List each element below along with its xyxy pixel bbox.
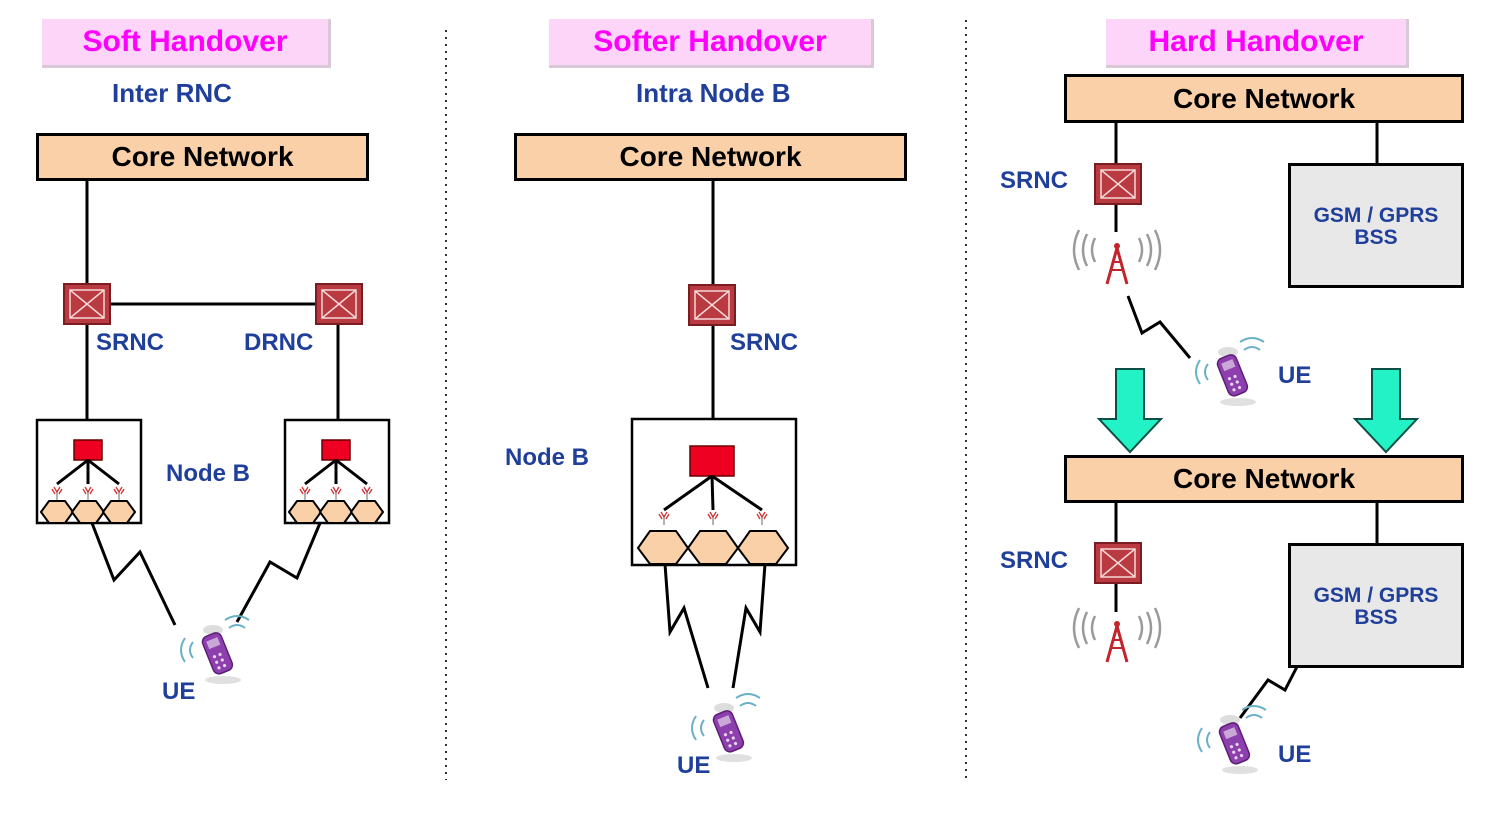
panel-subtitle-soft: Inter RNC [112, 78, 232, 108]
node-b-icon [689, 445, 735, 477]
srnc-label: SRNC [1000, 167, 1069, 194]
drnc-label: DRNC [244, 329, 314, 356]
panel-title-softer-handover: Softer Handover [549, 19, 874, 68]
cell-tower-icon [1072, 606, 1162, 664]
mobile-phone-icon [180, 615, 250, 685]
bss-label-line2: BSS [1354, 606, 1398, 629]
down-arrow-icon [1354, 368, 1418, 453]
node-b-center [630, 417, 798, 567]
node-b-icon [73, 439, 103, 461]
node-b-left [35, 418, 143, 525]
node-b-right [283, 418, 391, 525]
radio-link [663, 563, 710, 689]
mobile-phone-icon [1197, 705, 1267, 775]
core-network-box: Core Network [514, 133, 907, 181]
srnc-label: SRNC [730, 329, 799, 356]
radio-link [731, 563, 767, 689]
radio-link [1238, 656, 1304, 719]
core-network-box: Core Network [1064, 74, 1464, 123]
core-network-box: Core Network [1064, 455, 1464, 503]
srnc-label: SRNC [1000, 547, 1069, 574]
ue-label: UE [1278, 741, 1312, 768]
node-b-label: Node B [505, 444, 589, 471]
radio-link [1126, 295, 1192, 359]
srnc-icon [1094, 163, 1142, 205]
bss-label-line2: BSS [1354, 226, 1398, 249]
srnc-label: SRNC [96, 329, 165, 356]
gsm-gprs-bss-box: GSM / GPRS BSS [1288, 163, 1464, 288]
srnc-icon [688, 284, 736, 326]
softer-handover-panel [630, 180, 798, 763]
panel-title-soft-handover: Soft Handover [42, 19, 331, 68]
hard-handover-panel [1072, 122, 1418, 775]
down-arrow-icon [1098, 368, 1162, 453]
soft-handover-panel [35, 180, 391, 685]
bss-label-line1: GSM / GPRS [1313, 584, 1439, 607]
core-network-box: Core Network [36, 133, 369, 181]
radio-link [90, 522, 177, 626]
gsm-gprs-bss-box: GSM / GPRS BSS [1288, 543, 1464, 668]
node-b-label: Node B [166, 460, 250, 487]
ue-label: UE [162, 678, 196, 705]
srnc-icon [1094, 542, 1142, 584]
mobile-phone-icon [1195, 337, 1265, 407]
node-b-icon [321, 439, 351, 461]
cell-tower-icon [1072, 228, 1162, 286]
panel-title-hard-handover: Hard Handover [1106, 19, 1409, 68]
ue-label: UE [677, 752, 711, 779]
panel-subtitle-softer: Intra Node B [636, 78, 791, 108]
bss-label-line1: GSM / GPRS [1313, 204, 1439, 227]
radio-link [235, 522, 322, 623]
drnc-icon [315, 283, 363, 325]
srnc-icon [63, 283, 111, 325]
ue-label: UE [1278, 362, 1312, 389]
